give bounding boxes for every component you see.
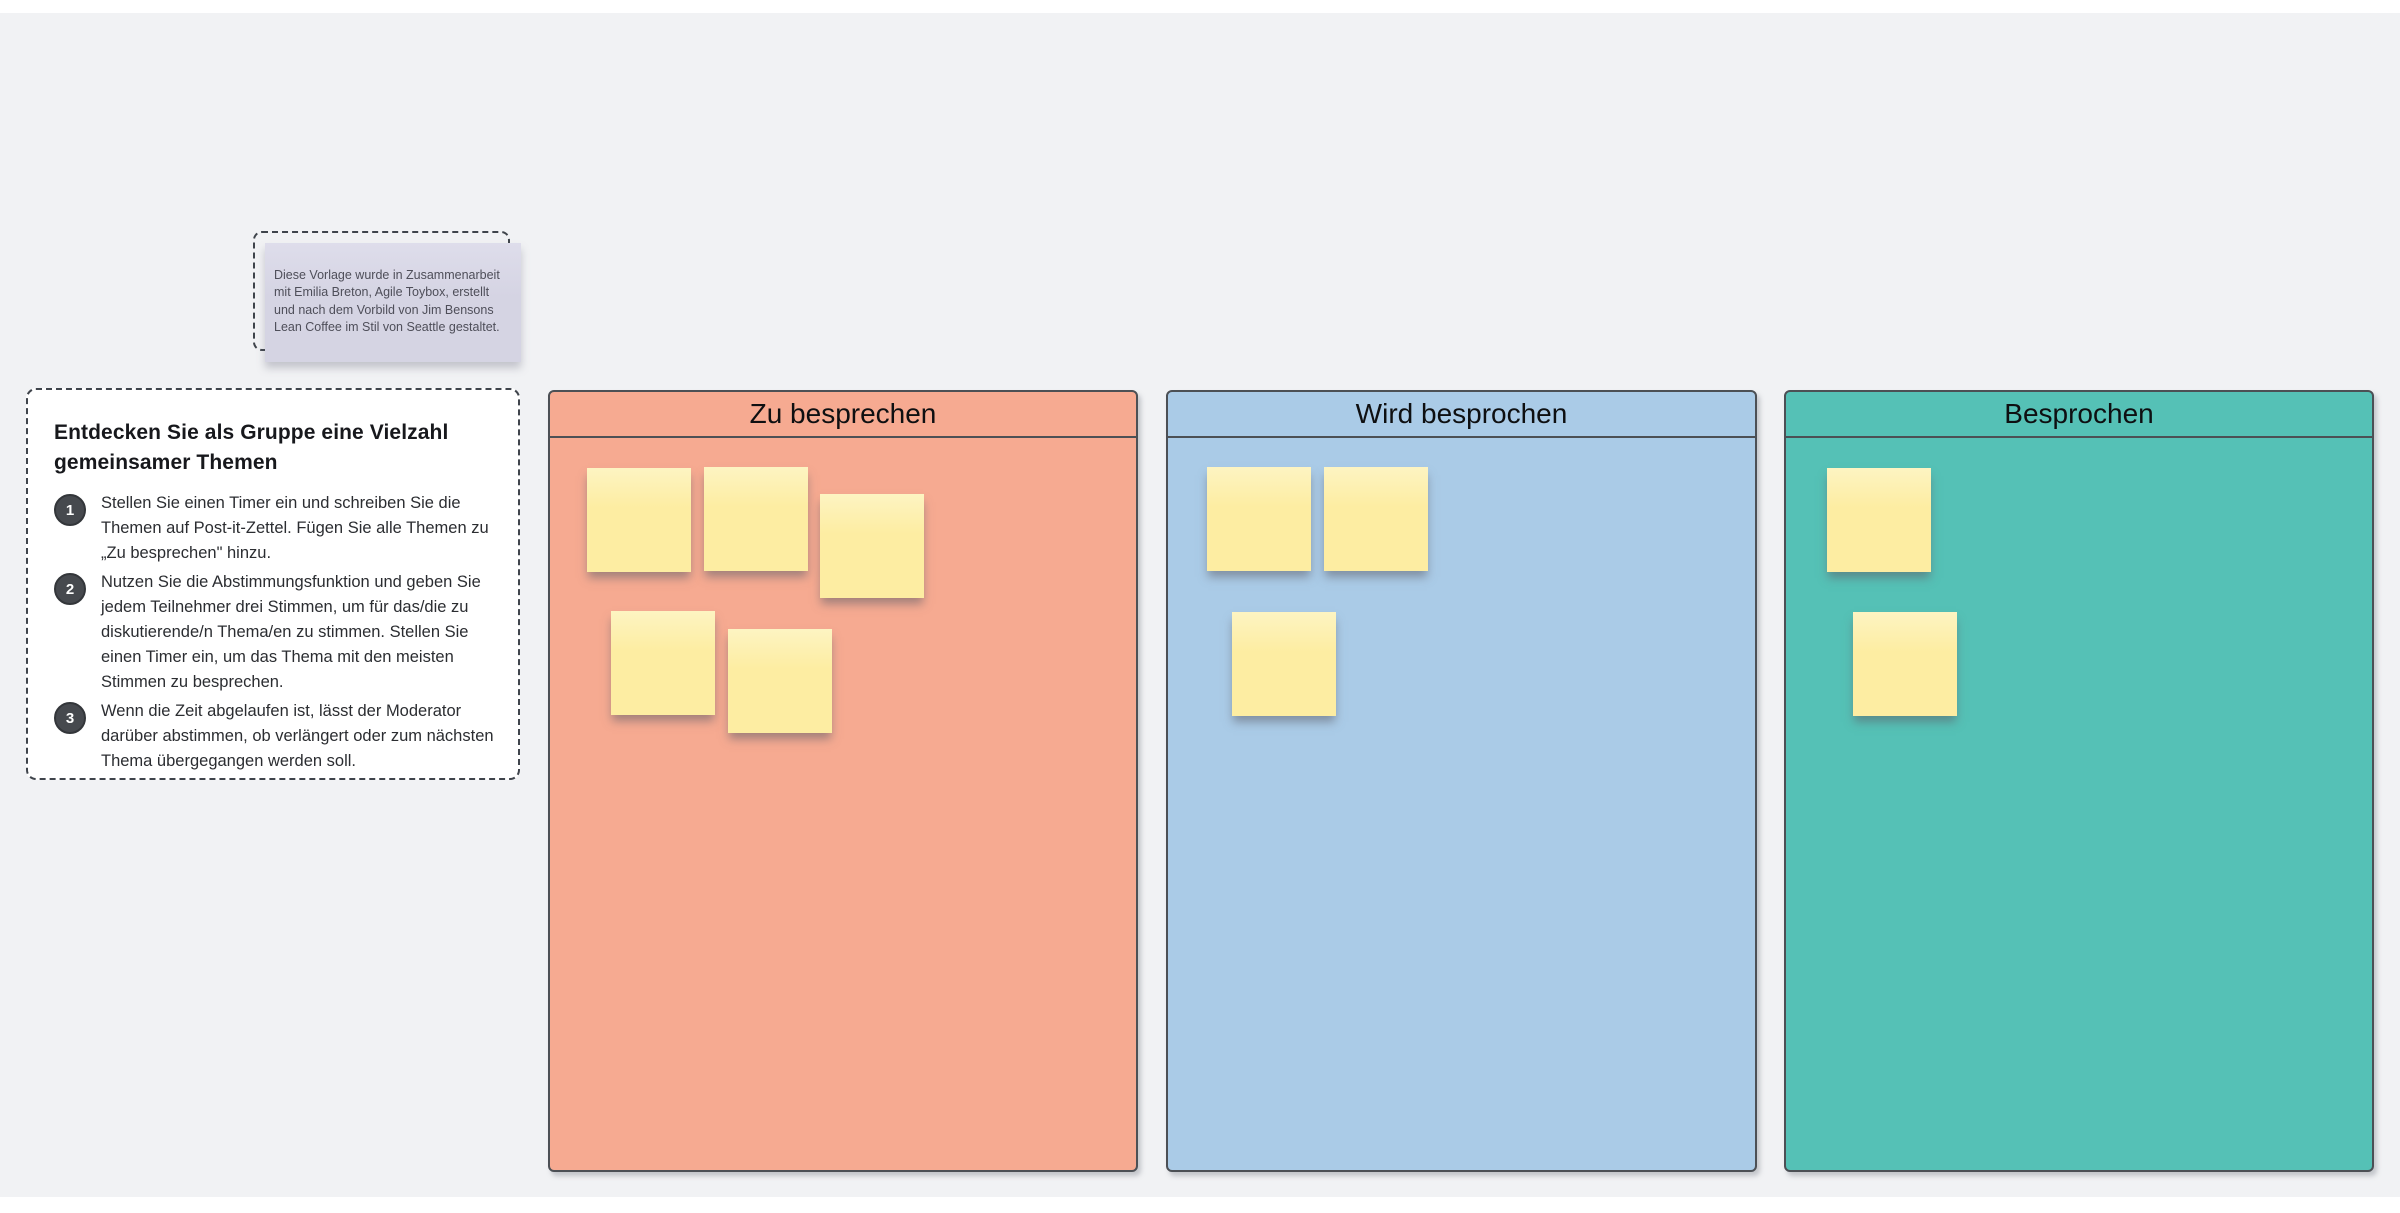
attribution-note[interactable]: Diese Vorlage wurde in Zusammenarbeit mi… [265,243,521,362]
sticky-note[interactable] [1207,467,1311,571]
column-title: Zu besprechen [749,398,937,429]
sticky-note[interactable] [1232,612,1336,716]
step-3-number-badge: 3 [54,702,86,734]
column-header: Zu besprechen [550,392,1136,438]
sticky-note[interactable] [1827,468,1931,572]
instructions-panel[interactable]: Entdecken Sie als Gruppe eine Vielzahl g… [26,388,520,780]
sticky-note[interactable] [611,611,715,715]
sticky-note[interactable] [820,494,924,598]
column-title: Wird besprochen [1355,398,1568,429]
column-header: Besprochen [1786,392,2372,438]
sticky-note[interactable] [704,467,808,571]
column-wird-besprochen[interactable]: Wird besprochen [1166,390,1757,1172]
column-besprochen[interactable]: Besprochen [1784,390,2374,1172]
instruction-step-1: 1 Stellen Sie einen Timer ein und schrei… [54,491,494,566]
instruction-step-2: 2 Nutzen Sie die Abstimmungsfunktion und… [54,570,494,695]
attribution-note-text: Diese Vorlage wurde in Zusammenarbeit mi… [274,267,500,335]
column-header: Wird besprochen [1168,392,1755,438]
step-2-number-badge: 2 [54,573,86,605]
column-zu-besprechen[interactable]: Zu besprechen [548,390,1138,1172]
column-title: Besprochen [2004,398,2154,429]
instruction-step-3: 3 Wenn die Zeit abgelaufen ist, lässt de… [54,699,494,774]
sticky-note[interactable] [1324,467,1428,571]
step-1-text: Stellen Sie einen Timer ein und schreibe… [101,494,489,562]
instructions-title: Entdecken Sie als Gruppe eine Vielzahl g… [54,421,449,474]
step-1-number-badge: 1 [54,494,86,526]
step-3-text: Wenn die Zeit abgelaufen ist, lässt der … [101,702,494,770]
bottom-white-strip [0,1197,2400,1213]
sticky-note[interactable] [587,468,691,572]
step-2-text: Nutzen Sie die Abstimmungsfunktion und g… [101,573,481,691]
sticky-note[interactable] [728,629,832,733]
top-white-strip [0,0,2400,13]
sticky-note[interactable] [1853,612,1957,716]
